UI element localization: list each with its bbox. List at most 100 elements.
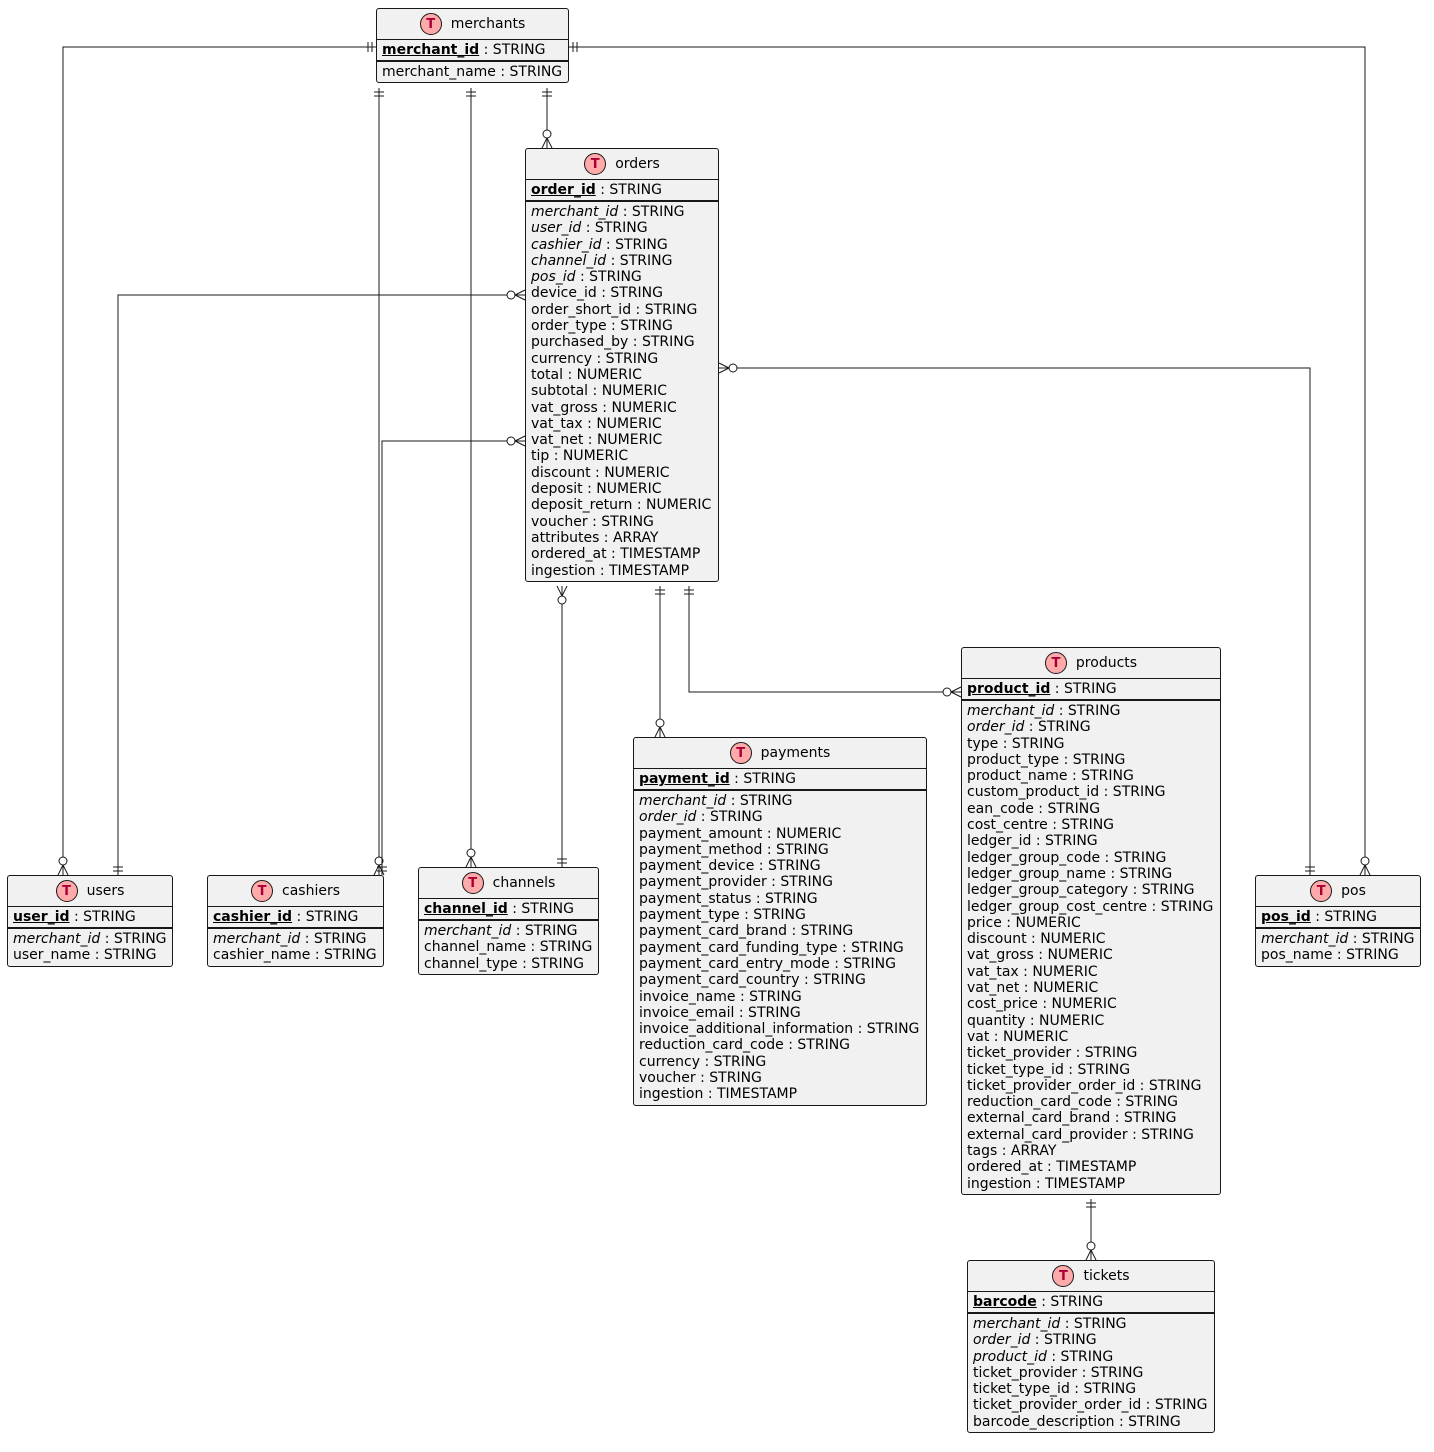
field-type: : STRING: [1110, 1110, 1177, 1127]
field-row: vat_net : NUMERIC: [531, 432, 713, 448]
field-row: vat_gross : NUMERIC: [967, 947, 1215, 963]
field-name: merchant_id: [1261, 931, 1349, 947]
field-type: : STRING: [1332, 947, 1399, 964]
primary-key-row: pos_id : STRING: [1256, 907, 1420, 929]
field-type: : STRING: [1054, 703, 1121, 719]
many-marker: [1090, 1249, 1097, 1261]
field-name: merchant_id: [531, 204, 619, 220]
primary-key-type: : STRING: [1050, 681, 1117, 697]
field-name: ticket_type_id: [967, 1061, 1064, 1078]
field-name: barcode_description: [973, 1413, 1115, 1430]
field-name: reduction_card_code: [639, 1037, 784, 1054]
field-name: discount: [531, 464, 591, 481]
field-name: purchased_by: [531, 334, 629, 351]
field-name: ticket_type_id: [973, 1381, 1070, 1398]
field-name: cost_centre: [967, 817, 1048, 834]
field-row: ordered_at : TIMESTAMP: [967, 1159, 1215, 1175]
field-type: : STRING: [754, 858, 821, 875]
field-list: merchant_name : STRING: [377, 62, 568, 82]
field-name: ledger_id: [967, 833, 1032, 850]
link-orders-products: [688, 586, 961, 693]
field-name: type: [967, 735, 999, 752]
field-name: payment_status: [639, 890, 752, 907]
primary-key-type: : STRING: [729, 771, 796, 787]
primary-key-row: product_id : STRING: [962, 679, 1220, 701]
field-row: vat_tax : NUMERIC: [531, 416, 713, 432]
field-type: : STRING: [695, 1070, 762, 1087]
field-name: ingestion: [967, 1175, 1032, 1192]
field-name: cost_price: [967, 996, 1038, 1013]
field-name: order_short_id: [531, 301, 632, 318]
many-marker: [1085, 1249, 1092, 1261]
field-type: : TIMESTAMP: [606, 546, 701, 563]
field-name: order_id: [973, 1332, 1031, 1349]
field-name: price: [967, 914, 1002, 931]
field-name: payment_card_country: [639, 972, 800, 989]
field-row: payment_type : STRING: [639, 907, 921, 923]
primary-key-type: : STRING: [292, 909, 359, 925]
field-name: vat_net: [531, 432, 584, 449]
field-type: : STRING: [310, 947, 377, 964]
primary-key-type: : STRING: [1036, 1294, 1104, 1310]
field-type: : STRING: [1348, 931, 1415, 947]
foreign-key-row: merchant_id : STRING: [967, 703, 1215, 719]
table-badge-icon: T: [55, 880, 78, 902]
field-row: type : STRING: [967, 736, 1215, 752]
many-marker: [514, 440, 526, 447]
field-type: : STRING: [1128, 882, 1195, 899]
field-name: ticket_provider_order_id: [973, 1397, 1142, 1414]
field-name: merchant_id: [973, 1316, 1061, 1332]
field-type: : STRING: [606, 252, 673, 269]
field-row: payment_card_brand : STRING: [639, 923, 921, 939]
foreign-key-row: merchant_id : STRING: [973, 1316, 1209, 1332]
field-row: payment_card_country : STRING: [639, 972, 921, 988]
field-row: tip : NUMERIC: [531, 448, 713, 464]
field-row: subtotal : NUMERIC: [531, 383, 713, 399]
field-row: vat_tax : NUMERIC: [967, 964, 1215, 980]
field-name: vat_gross: [531, 399, 598, 416]
field-type: : STRING: [511, 923, 578, 939]
field-name: ordered_at: [967, 1159, 1043, 1176]
field-type: : STRING: [1127, 1126, 1194, 1143]
primary-key-type: : STRING: [595, 182, 662, 198]
field-type: : STRING: [90, 947, 157, 964]
field-type: : STRING: [1114, 1413, 1181, 1430]
entity-name: products: [1075, 655, 1138, 671]
many-marker: [506, 290, 516, 300]
table-badge-icon: T: [1052, 1265, 1075, 1287]
field-type: : NUMERIC: [632, 497, 712, 514]
field-name: payment_method: [639, 841, 763, 858]
field-type: : STRING: [998, 735, 1065, 752]
field-name: ticket_provider: [973, 1364, 1078, 1381]
field-name: merchant_id: [639, 793, 727, 809]
field-name: ledger_group_code: [967, 849, 1101, 866]
field-type: : STRING: [596, 285, 663, 302]
many-marker: [556, 585, 563, 597]
field-name: external_card_provider: [967, 1126, 1128, 1143]
field-name: deposit: [531, 481, 583, 498]
field-row: product_type : STRING: [967, 752, 1215, 768]
field-name: vat_gross: [967, 947, 1034, 964]
field-type: : STRING: [575, 269, 642, 286]
primary-key-row: merchant_id : STRING: [377, 40, 568, 62]
field-row: cashier_name : STRING: [213, 947, 378, 963]
field-type: : STRING: [1059, 751, 1126, 768]
many-marker: [465, 856, 472, 868]
field-type: : STRING: [751, 890, 818, 907]
field-type: : STRING: [1111, 1094, 1179, 1111]
field-name: ordered_at: [531, 546, 607, 563]
field-type: : NUMERIC: [1019, 980, 1099, 997]
field-name: vat_net: [967, 980, 1020, 997]
many-marker: [561, 585, 568, 597]
field-name: quantity: [967, 1012, 1026, 1029]
field-row: invoice_name : STRING: [639, 989, 921, 1005]
field-name: vat_tax: [967, 963, 1019, 980]
field-row: cost_centre : STRING: [967, 817, 1215, 833]
field-row: ticket_provider : STRING: [967, 1045, 1215, 1061]
